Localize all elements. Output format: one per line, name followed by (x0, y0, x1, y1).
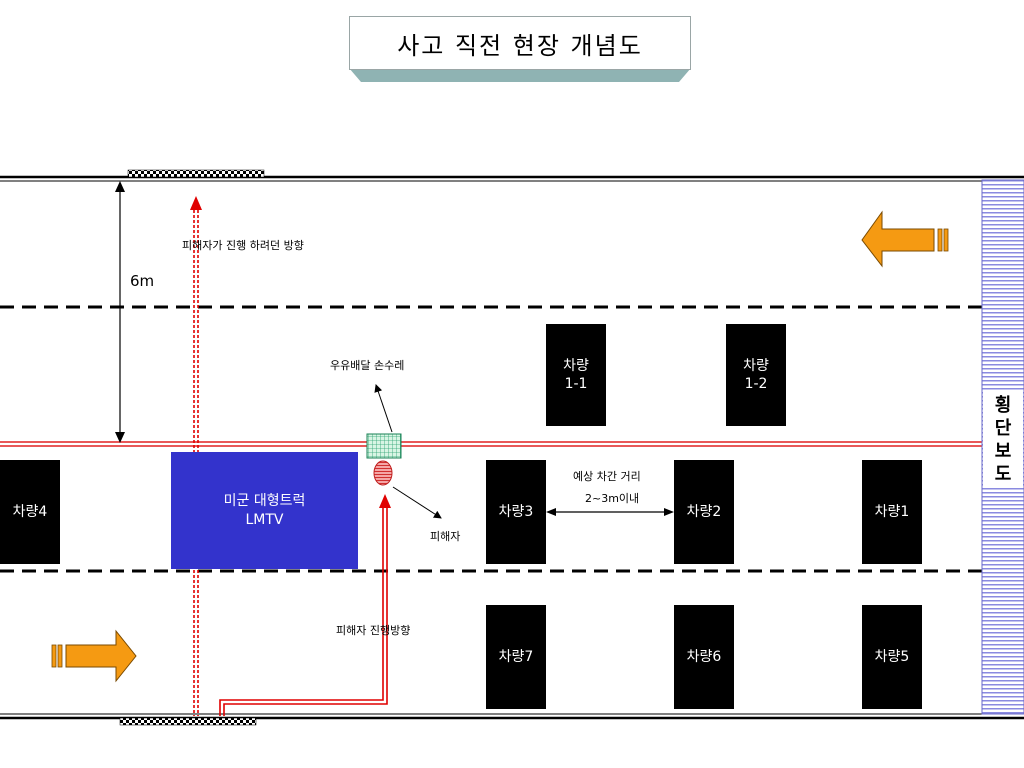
vehicle-label: 1-1 (564, 376, 588, 392)
title-bevel (349, 68, 691, 82)
truck-label-line1: 미군 대형트럭 (223, 492, 306, 509)
vehicle-label: 차량3 (498, 504, 534, 520)
crosswalk-char: 단 (994, 418, 1012, 439)
victim-direction-label: 피해자 진행방향 (336, 624, 411, 637)
victim-pointer (392, 486, 442, 519)
us-army-truck: 미군 대형트럭 LMTV (171, 452, 358, 569)
traffic-direction-arrow-right (51, 629, 137, 683)
gap-measure (546, 508, 674, 516)
crosswalk-char: 도 (994, 464, 1012, 485)
traffic-direction-arrow-left (861, 210, 949, 268)
crosswalk-char: 횡 (994, 395, 1012, 416)
crosswalk-label: 횡 단 보 도 (983, 392, 1023, 488)
lane-width-label: 6m (130, 272, 155, 290)
vehicle-6: 차량6 (674, 605, 734, 709)
expected-gap-label-1: 예상 차간 거리 (573, 470, 641, 483)
vehicle-label: 차량2 (686, 504, 722, 520)
milk-cart-label: 우유배달 손수레 (330, 359, 405, 372)
vehicle-7: 차량7 (486, 605, 546, 709)
vehicle-1: 차량1 (862, 460, 922, 564)
checkered-curb-bottom (119, 717, 257, 726)
title-box: 사고 직전 현장 개념도 (349, 16, 691, 82)
victim-label: 피해자 (430, 530, 461, 543)
road-top-edge (0, 175, 1024, 182)
vehicle-label: 차량1 (874, 504, 910, 520)
truck-label-line2: LMTV (245, 511, 284, 528)
milk-cart (366, 433, 402, 459)
vehicle-4: 차량4 (0, 460, 60, 564)
victim-path-arrow (219, 494, 391, 716)
crosswalk-char: 보 (994, 441, 1012, 462)
lane-width-arrowhead-bottom (115, 432, 125, 443)
checkered-curb-top (127, 169, 265, 178)
vehicle-label: 1-2 (744, 376, 768, 392)
intended-direction-label: 피해자가 진행 하려던 방향 (182, 239, 304, 252)
vehicle-label: 차량5 (874, 649, 910, 665)
victim-marker (373, 460, 393, 486)
vehicle-label: 차량6 (686, 649, 722, 665)
vehicle-label: 차량4 (12, 504, 48, 520)
road-bottom-edge (0, 713, 1024, 720)
page-title: 사고 직전 현장 개념도 (349, 16, 691, 70)
lane-width-arrowhead-top (115, 181, 125, 192)
vehicle-1-2: 차량 1-2 (726, 324, 786, 426)
vehicle-label: 차량 (563, 358, 589, 374)
vehicle-label: 차량 (743, 358, 769, 374)
vehicle-label: 차량7 (498, 649, 534, 665)
milk-cart-pointer (374, 384, 393, 433)
expected-gap-label-2: 2~3m이내 (585, 492, 640, 505)
center-line (0, 441, 982, 447)
vehicle-5: 차량5 (862, 605, 922, 709)
vehicle-3: 차량3 (486, 460, 546, 564)
vehicle-1-1: 차량 1-1 (546, 324, 606, 426)
vehicle-2: 차량2 (674, 460, 734, 564)
